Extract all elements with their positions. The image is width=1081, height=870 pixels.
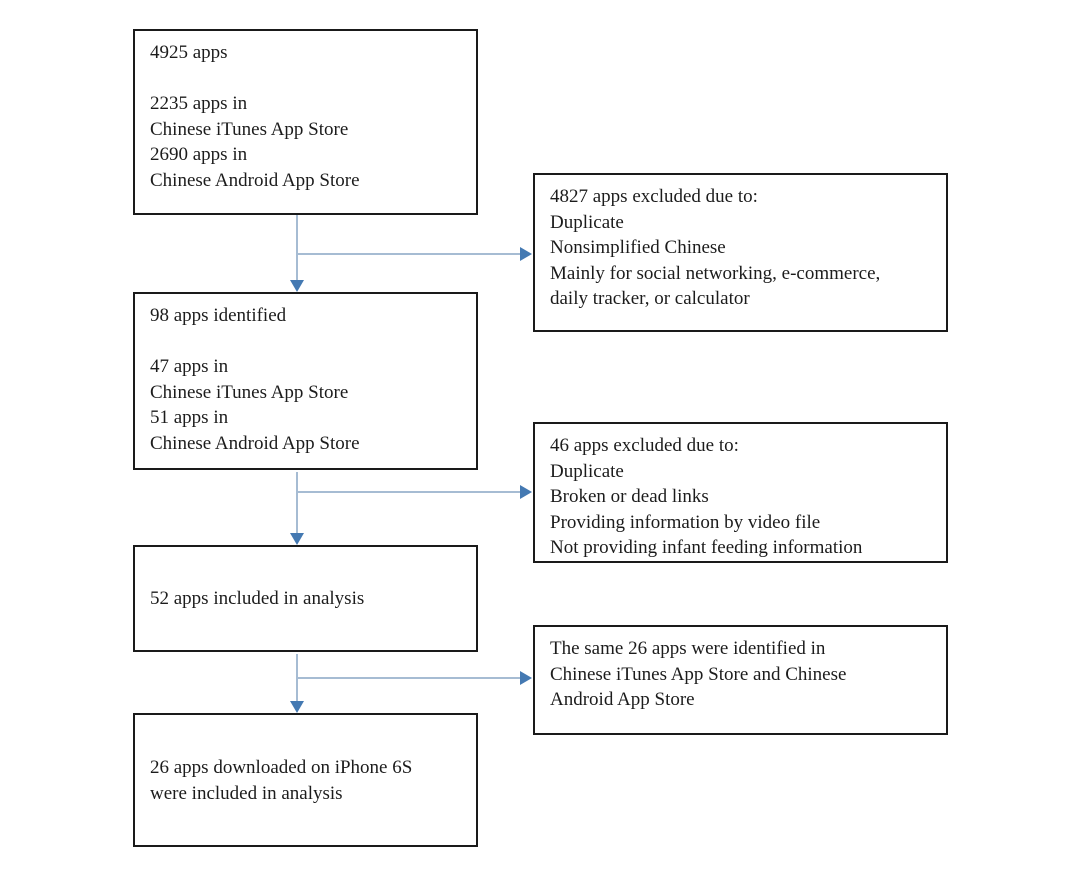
side-box-text-line: Not providing infant feeding information xyxy=(550,537,863,558)
side-box-text-line: Mainly for social networking, e-commerce… xyxy=(550,262,881,284)
connector-branch-line-3 xyxy=(297,677,521,679)
side-box-text-line: Android App Store xyxy=(550,689,695,710)
side-box-text-line: Duplicate xyxy=(550,211,624,233)
flow-box-text-line: 52 apps included in analysis xyxy=(150,588,365,610)
arrowhead-down-icon xyxy=(290,701,304,713)
flow-box-text-line xyxy=(150,329,462,355)
flow-box-text-line: 4925 apps xyxy=(150,42,228,63)
flow-box-text-line: 51 apps in xyxy=(150,407,229,428)
side-box-excluded-4827: 4827 apps excluded due to: Duplicate Non… xyxy=(533,173,948,332)
flow-box-text: 26 apps downloaded on iPhone 6S were inc… xyxy=(150,755,412,806)
side-box-text-line: daily tracker, or calculator xyxy=(550,288,750,309)
side-box-text-line: 4827 apps excluded due to: xyxy=(550,186,758,207)
flow-box-text-line: 26 apps downloaded on iPhone 6S xyxy=(150,757,413,778)
side-box-text-line: Chinese iTunes App Store and Chinese xyxy=(550,663,847,685)
arrowhead-right-icon xyxy=(520,485,532,499)
flow-box-text-line: 2235 apps in xyxy=(150,93,248,114)
flow-box-text-line: 2690 apps in xyxy=(150,144,248,165)
flow-box-identified-apps: 98 apps identified 47 apps in Chinese iT… xyxy=(133,292,478,470)
flow-box-text-line: were included in analysis xyxy=(150,782,343,804)
arrowhead-down-icon xyxy=(290,533,304,545)
arrowhead-right-icon xyxy=(520,247,532,261)
side-box-excluded-46: 46 apps excluded due to: Duplicate Broke… xyxy=(533,422,948,563)
flow-box-text-line: 47 apps in xyxy=(150,356,229,377)
flow-box-text-line: Chinese Android App Store xyxy=(150,432,360,454)
flow-box-included-apps: 52 apps included in analysis xyxy=(133,545,478,652)
side-box-text-line: Providing information by video file xyxy=(550,511,821,533)
flow-box-text-line: Chinese iTunes App Store xyxy=(150,118,349,140)
arrowhead-right-icon xyxy=(520,671,532,685)
flow-box-text-line: Chinese Android App Store xyxy=(150,169,360,191)
side-box-text-line: The same 26 apps were identified in xyxy=(550,638,826,659)
side-box-text-line: Broken or dead links xyxy=(550,486,709,507)
side-box-same-26: The same 26 apps were identified in Chin… xyxy=(533,625,948,735)
connector-branch-line-2 xyxy=(297,491,521,493)
flow-box-text-line: 98 apps identified xyxy=(150,305,287,326)
connector-down-line-2 xyxy=(296,472,298,534)
flow-box-text-line: Chinese iTunes App Store xyxy=(150,381,349,403)
flow-box-total-apps: 4925 apps 2235 apps in Chinese iTunes Ap… xyxy=(133,29,478,215)
side-box-text-line: 46 apps excluded due to: xyxy=(550,435,739,456)
side-box-text-line: Nonsimplified Chinese xyxy=(550,237,726,258)
connector-branch-line-1 xyxy=(297,253,521,255)
flow-box-downloaded-apps: 26 apps downloaded on iPhone 6S were inc… xyxy=(133,713,478,847)
side-box-text-line: Duplicate xyxy=(550,460,624,482)
connector-down-line-1 xyxy=(296,215,298,281)
arrowhead-down-icon xyxy=(290,280,304,292)
flow-box-text-line xyxy=(150,66,462,92)
